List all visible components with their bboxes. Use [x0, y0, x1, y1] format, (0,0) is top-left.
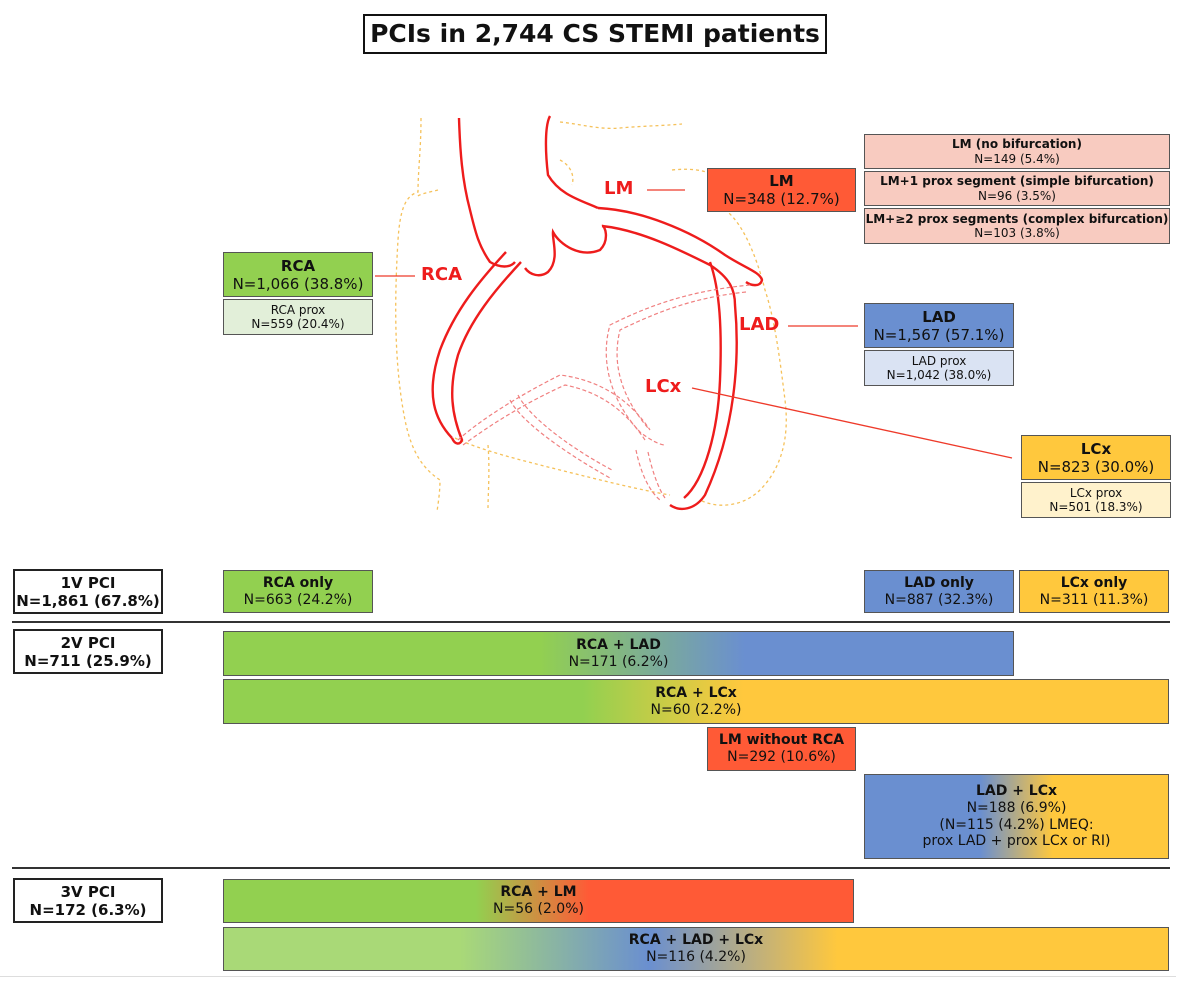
- left-coronary-vessels: [597, 206, 764, 511]
- combo-title: LAD only: [904, 574, 974, 591]
- lcx-value: N=823 (30.0%): [1037, 457, 1155, 476]
- rca-box: RCA N=1,066 (38.8%): [223, 252, 373, 297]
- group-2v-pci: 2V PCI N=711 (25.9%): [13, 629, 163, 674]
- rca-prox-box: RCA prox N=559 (20.4%): [223, 299, 373, 335]
- lm-sub-box: LM+≥2 prox segments (complex bifurcation…: [864, 208, 1170, 244]
- combo-lm-without-rca: LM without RCA N=292 (10.6%): [707, 727, 856, 771]
- combo-value: N=188 (6.9%): [966, 799, 1067, 816]
- label-lad: LAD: [739, 314, 780, 335]
- rca-prox-title: RCA prox: [270, 302, 326, 317]
- lm-sub-box: LM+1 prox segment (simple bifurcation) N…: [864, 171, 1170, 206]
- lm-sub-title: LM+1 prox segment (simple bifurcation): [880, 174, 1154, 189]
- lad-prox-box: LAD prox N=1,042 (38.0%): [864, 350, 1014, 386]
- lm-title: LM: [769, 172, 794, 190]
- lad-prox-title: LAD prox: [911, 353, 967, 368]
- posterior-branches: [457, 284, 751, 501]
- rca-value: N=1,066 (38.8%): [232, 274, 364, 293]
- rca-title: RCA: [280, 256, 316, 275]
- group-value: N=1,861 (67.8%): [16, 591, 160, 610]
- group-value: N=711 (25.9%): [24, 651, 152, 670]
- diagram-title: PCIs in 2,744 CS STEMI patients: [363, 14, 827, 54]
- group-1v-pci: 1V PCI N=1,861 (67.8%): [13, 569, 163, 614]
- combo-value: N=887 (32.3%): [884, 591, 994, 608]
- combo-note: (N=115 (4.2%) LMEQ:: [939, 816, 1094, 833]
- combo-title: LM without RCA: [718, 732, 845, 749]
- combo-rca-lad: RCA + LAD N=171 (6.2%): [223, 631, 1014, 676]
- combo-rca-lcx: RCA + LCx N=60 (2.2%): [223, 679, 1169, 724]
- combo-lad-lcx: LAD + LCx N=188 (6.9%) (N=115 (4.2%) LME…: [864, 774, 1169, 859]
- lm-value: N=348 (12.7%): [723, 190, 840, 208]
- lad-value: N=1,567 (57.1%): [873, 325, 1005, 344]
- lad-prox-value: N=1,042 (38.0%): [886, 368, 992, 382]
- rca-vessel: [431, 251, 522, 445]
- combo-title: RCA + LAD: [576, 636, 661, 653]
- separator-2v-3v: [12, 867, 1170, 869]
- lm-sub-box: LM (no bifurcation) N=149 (5.4%): [864, 134, 1170, 169]
- group-title: 1V PCI: [60, 573, 116, 592]
- combo-value: N=311 (11.3%): [1039, 591, 1149, 608]
- combo-title: LCx only: [1060, 574, 1128, 591]
- combo-value: N=171 (6.2%): [568, 653, 669, 670]
- lcx-prox-value: N=501 (18.3%): [1049, 500, 1143, 514]
- lcx-prox-box: LCx prox N=501 (18.3%): [1021, 482, 1171, 518]
- combo-value: N=663 (24.2%): [243, 591, 353, 608]
- combo-value: N=60 (2.2%): [650, 701, 742, 718]
- combo-rca-lm: RCA + LM N=56 (2.0%): [223, 879, 854, 923]
- group-title: 3V PCI: [60, 882, 116, 901]
- rca-prox-value: N=559 (20.4%): [251, 317, 345, 331]
- label-lm: LM: [604, 178, 634, 199]
- combo-lcx-only: LCx only N=311 (11.3%): [1019, 570, 1169, 613]
- group-title: 2V PCI: [60, 633, 116, 652]
- group-value: N=172 (6.3%): [29, 900, 147, 919]
- combo-rca-lad-lcx: RCA + LAD + LCx N=116 (4.2%): [223, 927, 1169, 971]
- combo-rca-only: RCA only N=663 (24.2%): [223, 570, 373, 613]
- combo-lad-only: LAD only N=887 (32.3%): [864, 570, 1014, 613]
- combo-title: RCA + LCx: [655, 684, 737, 701]
- combo-title: RCA only: [262, 574, 334, 591]
- bottom-rule: [0, 976, 1176, 977]
- combo-value: N=292 (10.6%): [727, 749, 836, 765]
- lad-title: LAD: [922, 307, 956, 326]
- aorta-outline: [457, 115, 608, 277]
- combo-title: LAD + LCx: [975, 782, 1058, 799]
- combo-value: N=56 (2.0%): [493, 901, 584, 917]
- group-3v-pci: 3V PCI N=172 (6.3%): [13, 878, 163, 923]
- lm-sub-title: LM+≥2 prox segments (complex bifurcation…: [865, 211, 1169, 226]
- lcx-prox-title: LCx prox: [1069, 485, 1123, 500]
- leader-lines: [375, 189, 1013, 459]
- combo-value: N=116 (4.2%): [646, 949, 746, 965]
- lm-sub-value: N=149 (5.4%): [974, 151, 1060, 166]
- lm-sub-value: N=103 (3.8%): [974, 226, 1060, 240]
- label-rca: RCA: [421, 264, 463, 285]
- separator-1v-2v: [12, 621, 1170, 623]
- heart-illustration: [375, 115, 1013, 513]
- lcx-box: LCx N=823 (30.0%): [1021, 435, 1171, 480]
- lcx-title: LCx: [1080, 439, 1112, 458]
- combo-title: RCA + LAD + LCx: [628, 932, 764, 949]
- label-lcx: LCx: [645, 376, 682, 397]
- lad-box: LAD N=1,567 (57.1%): [864, 303, 1014, 348]
- combo-note: prox LAD + prox LCx or RI): [922, 833, 1111, 850]
- combo-title: RCA + LM: [500, 884, 577, 901]
- lm-sub-title: LM (no bifurcation): [952, 137, 1082, 152]
- lm-box: LM N=348 (12.7%): [707, 168, 856, 212]
- lm-sub-value: N=96 (3.5%): [978, 188, 1056, 203]
